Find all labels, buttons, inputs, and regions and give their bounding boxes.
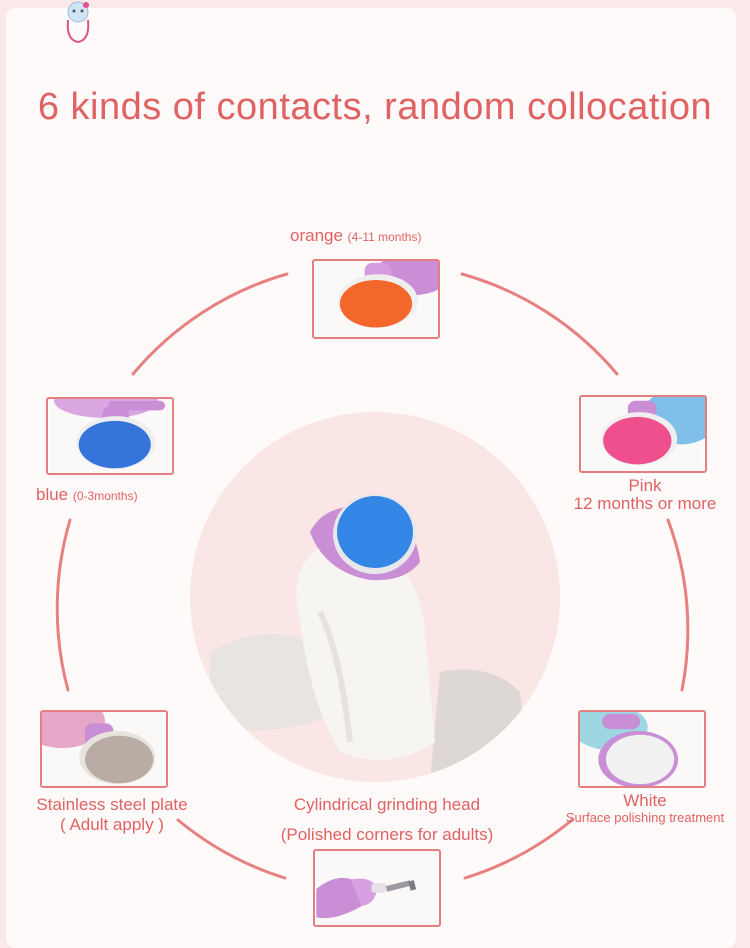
pink-name: Pink: [628, 476, 662, 495]
orange-note: (4-11 months): [347, 230, 422, 244]
blue-label: blue (0-3months): [36, 485, 138, 505]
pink-label: Pink 12 months or more: [545, 477, 745, 513]
cylinder-label: Cylindrical grinding head (Polished corn…: [262, 790, 512, 850]
steel-label: Stainless steel plate ( Adult apply ): [22, 795, 202, 835]
steel-head-tile: [40, 710, 168, 788]
steel-name: Stainless steel plate: [36, 795, 188, 814]
cylinder-note: (Polished corners for adults): [280, 825, 494, 844]
brand-logo-icon: [58, 0, 98, 44]
white-label: White Surface polishing treatment: [545, 792, 745, 826]
pink-head-tile: [579, 395, 707, 473]
orange-label: orange (4-11 months): [290, 226, 421, 246]
white-name: White: [623, 791, 667, 810]
white-note: Surface polishing treatment: [565, 810, 725, 825]
orange-head-tile: [312, 259, 440, 339]
blue-head-tile: [46, 397, 174, 475]
page-title: 6 kinds of contacts, random collocation: [37, 86, 713, 128]
pink-note: 12 months or more: [573, 494, 717, 513]
cylinder-name: Cylindrical grinding head: [293, 795, 481, 814]
product-photo: [190, 412, 560, 782]
blue-name: blue: [36, 485, 69, 504]
cylinder-head-tile: [313, 849, 441, 927]
orange-name: orange: [290, 226, 343, 245]
white-head-tile: [578, 710, 706, 788]
blue-note: (0-3months): [72, 489, 138, 503]
steel-note: ( Adult apply ): [60, 815, 164, 834]
